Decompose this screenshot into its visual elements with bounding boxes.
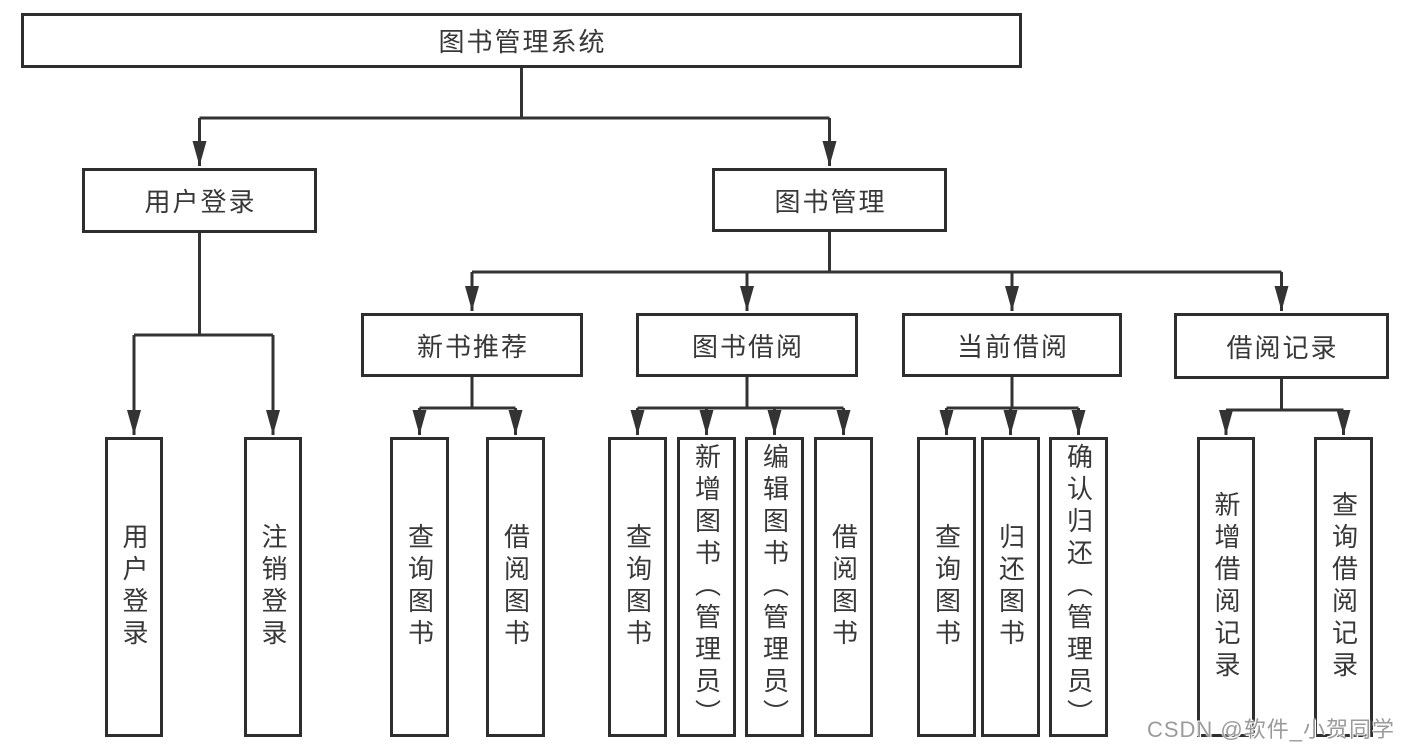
- leaf-borrow-add-books-admin: 新增图书（管理员）: [677, 437, 736, 737]
- leaf-current-return-books: 归还图书: [981, 437, 1040, 737]
- leaf-current-confirm-return-admin: 确认归还（管理员）: [1049, 437, 1108, 737]
- leaf-recommend-query-books: 查询图书: [390, 437, 449, 737]
- leaf-current-query-books: 查询图书: [917, 437, 976, 737]
- leaf-records-query-borrow-record: 查询借阅记录: [1314, 437, 1373, 737]
- node-book-management: 图书管理: [712, 168, 947, 232]
- watermark: CSDN @软件_小贺同学: [1146, 717, 1395, 742]
- leaf-recommend-borrow-books: 借阅图书: [486, 437, 545, 737]
- leaf-borrow-borrow-books: 借阅图书: [814, 437, 873, 737]
- node-library-management-system: 图书管理系统: [21, 13, 1022, 68]
- node-borrowing-records: 借阅记录: [1174, 313, 1389, 379]
- leaf-user-login: 用户登录: [105, 437, 163, 737]
- node-user-login: 用户登录: [82, 168, 317, 233]
- node-new-book-recommendation: 新书推荐: [361, 313, 583, 377]
- leaf-borrow-edit-books-admin: 编辑图书（管理员）: [745, 437, 804, 737]
- leaf-records-add-borrow-record: 新增借阅记录: [1197, 437, 1255, 737]
- leaf-logout-login: 注销登录: [244, 437, 302, 737]
- node-current-borrowing: 当前借阅: [902, 313, 1122, 377]
- leaf-borrow-query-books: 查询图书: [608, 437, 667, 737]
- node-book-borrowing: 图书借阅: [636, 313, 858, 377]
